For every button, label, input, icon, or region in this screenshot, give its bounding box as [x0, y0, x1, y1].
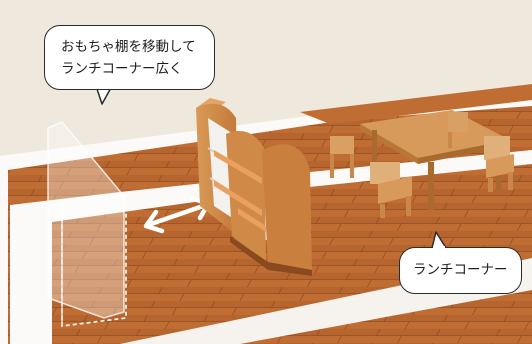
- chair-back-left: [330, 136, 354, 178]
- chair-front-right: [484, 136, 514, 192]
- old-shelf-ghost: [47, 121, 127, 327]
- chair-front-left: [370, 162, 412, 218]
- callout-move-shelf: おもちゃ棚を移動して ランチコーナー広く: [44, 25, 215, 90]
- tail-joint-bottom: [433, 246, 445, 250]
- callout-move-shelf-line1: おもちゃ棚を移動して: [61, 39, 196, 55]
- toy-shelf: [196, 98, 312, 276]
- floor-mat: [10, 150, 532, 344]
- callout-lunch-corner-label: ランチコーナー: [413, 262, 508, 278]
- callout-move-shelf-line2: ランチコーナー広く: [61, 61, 183, 77]
- wood-strip: [300, 84, 532, 124]
- callout-lunch-corner: ランチコーナー: [399, 247, 522, 294]
- chair-back-right: [448, 112, 468, 148]
- tail-joint-top: [97, 84, 111, 88]
